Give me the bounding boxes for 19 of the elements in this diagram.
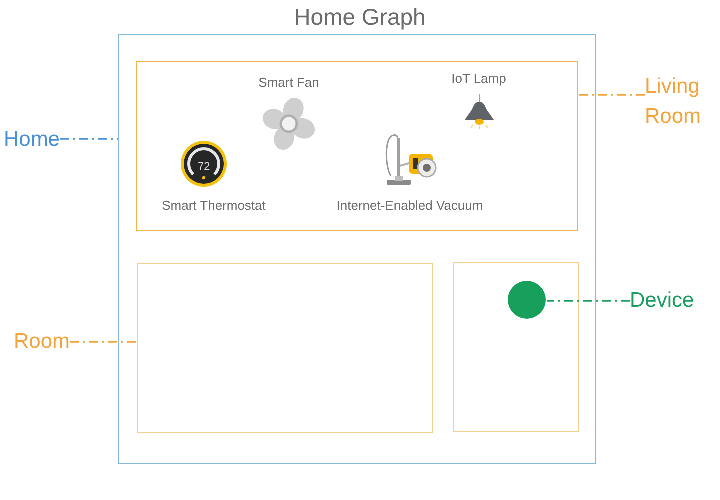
leader-line xyxy=(547,300,630,302)
callout-label: Room xyxy=(14,329,70,355)
room-frame xyxy=(136,262,432,432)
leader-line xyxy=(60,138,118,140)
callout-label: Living Room xyxy=(645,74,702,130)
leader-line xyxy=(578,94,645,96)
device-label: Smart Fan xyxy=(258,75,320,91)
callout-label: Device xyxy=(630,288,694,314)
device-label: Smart Thermostat xyxy=(162,198,266,214)
temperature-readout: 72 xyxy=(198,161,210,173)
diagram-title: Home Graph xyxy=(294,3,426,31)
room-frame xyxy=(452,262,578,432)
callout-label: Home xyxy=(4,127,60,153)
leader-line xyxy=(70,341,137,343)
device-label: Internet-Enabled Vacuum xyxy=(336,198,484,214)
home-frame xyxy=(118,34,596,464)
room-frame xyxy=(136,60,578,230)
device-label: IoT Lamp xyxy=(452,71,506,87)
device-circle xyxy=(508,281,546,319)
